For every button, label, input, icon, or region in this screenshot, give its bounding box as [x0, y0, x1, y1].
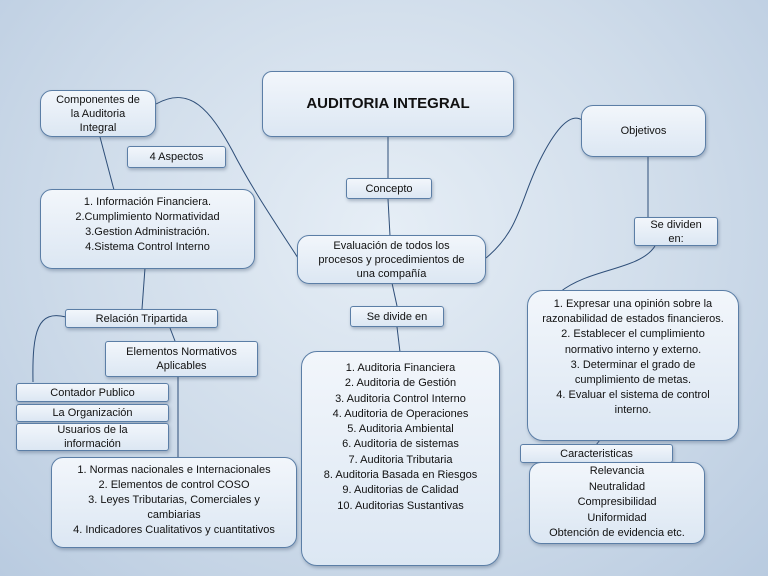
objetivos-list[interactable]: 1. Expresar una opinión sobre la razonab… — [527, 290, 739, 441]
list-item: 1. Auditoria Financiera — [345, 362, 456, 374]
list-item: 4.Sistema Control Interno — [85, 241, 210, 253]
list-item: 7. Auditoria Tributaria — [348, 453, 453, 466]
se-dividen-en-label[interactable]: Se dividen en: — [634, 217, 718, 246]
list-item: 1. Información Financiera. — [83, 196, 212, 208]
tipos-auditoria-list[interactable]: 1. Auditoria Financiera 2. Auditoria de … — [301, 351, 500, 566]
elementos-list[interactable]: 1. Normas nacionales e Internacionales 2… — [51, 457, 297, 548]
relacion-tripartida-label[interactable]: Relación Tripartida — [65, 309, 218, 328]
list-item: Compresibilidad — [577, 496, 657, 508]
list-item: 3. Auditoria Control Interno — [335, 392, 466, 405]
organizacion-box[interactable]: La Organización — [16, 404, 169, 422]
objetivos-box[interactable]: Objetivos — [581, 105, 706, 157]
usuarios-box[interactable]: Usuarios de la información — [16, 423, 169, 451]
componentes-box[interactable]: Componentes de la Auditoria Integral — [40, 90, 156, 137]
list-item: 2. Elementos de control COSO — [98, 479, 250, 491]
list-item: 6. Auditoria de sistemas — [342, 438, 459, 451]
list-item: 3. Leyes Tributarias, Comerciales y camb… — [88, 494, 260, 521]
list-item: 10. Auditorias Sustantivas — [337, 499, 464, 512]
concepto-label[interactable]: Concepto — [346, 178, 432, 199]
aspectos-label[interactable]: 4 Aspectos — [127, 146, 226, 168]
list-item: Relevancia — [589, 465, 645, 477]
list-item: 2.Cumplimiento Normatividad — [75, 211, 220, 223]
se-divide-en-label[interactable]: Se divide en — [350, 306, 444, 327]
list-item: 3.Gestion Administración. — [85, 226, 210, 238]
list-item: 4. Evaluar el sistema de control interno… — [556, 389, 710, 417]
caracteristicas-list[interactable]: Relevancia Neutralidad Compresibilidad U… — [529, 462, 705, 544]
list-item: 3. Determinar el grado de cumplimiento d… — [570, 358, 696, 387]
title-box[interactable]: AUDITORIA INTEGRAL — [262, 71, 514, 137]
list-item: 9. Auditorias de Calidad — [342, 484, 459, 497]
aspectos-list[interactable]: 1. Información Financiera. 2.Cumplimient… — [40, 189, 255, 269]
definicion-text: Evaluación de todos los procesos y proce… — [318, 239, 465, 280]
definicion-box[interactable]: Evaluación de todos los procesos y proce… — [297, 235, 486, 284]
caracteristicas-label[interactable]: Caracteristicas — [520, 444, 673, 463]
list-item: 5. Auditoria Ambiental — [347, 423, 454, 436]
list-item: Neutralidad — [588, 480, 646, 493]
list-item: 2. Auditoria de Gestión — [344, 377, 457, 390]
list-item: Obtención de evidencia etc. — [549, 527, 685, 539]
page-title: AUDITORIA INTEGRAL — [306, 95, 470, 112]
list-item: 2. Establecer el cumplimiento normativo … — [561, 328, 705, 356]
contador-publico-box[interactable]: Contador Publico — [16, 383, 169, 402]
list-item: 4. Auditoria de Operaciones — [332, 407, 469, 420]
list-item: 1. Expresar una opinión sobre la razonab… — [542, 298, 724, 326]
list-item: Uniformidad — [587, 511, 647, 524]
elementos-label[interactable]: Elementos Normativos Aplicables — [105, 341, 258, 377]
list-item: 4. Indicadores Cualitativos y cuantitati… — [73, 524, 275, 536]
list-item: 8. Auditoria Basada en Riesgos — [323, 469, 478, 482]
list-item: 1. Normas nacionales e Internacionales — [77, 464, 271, 476]
